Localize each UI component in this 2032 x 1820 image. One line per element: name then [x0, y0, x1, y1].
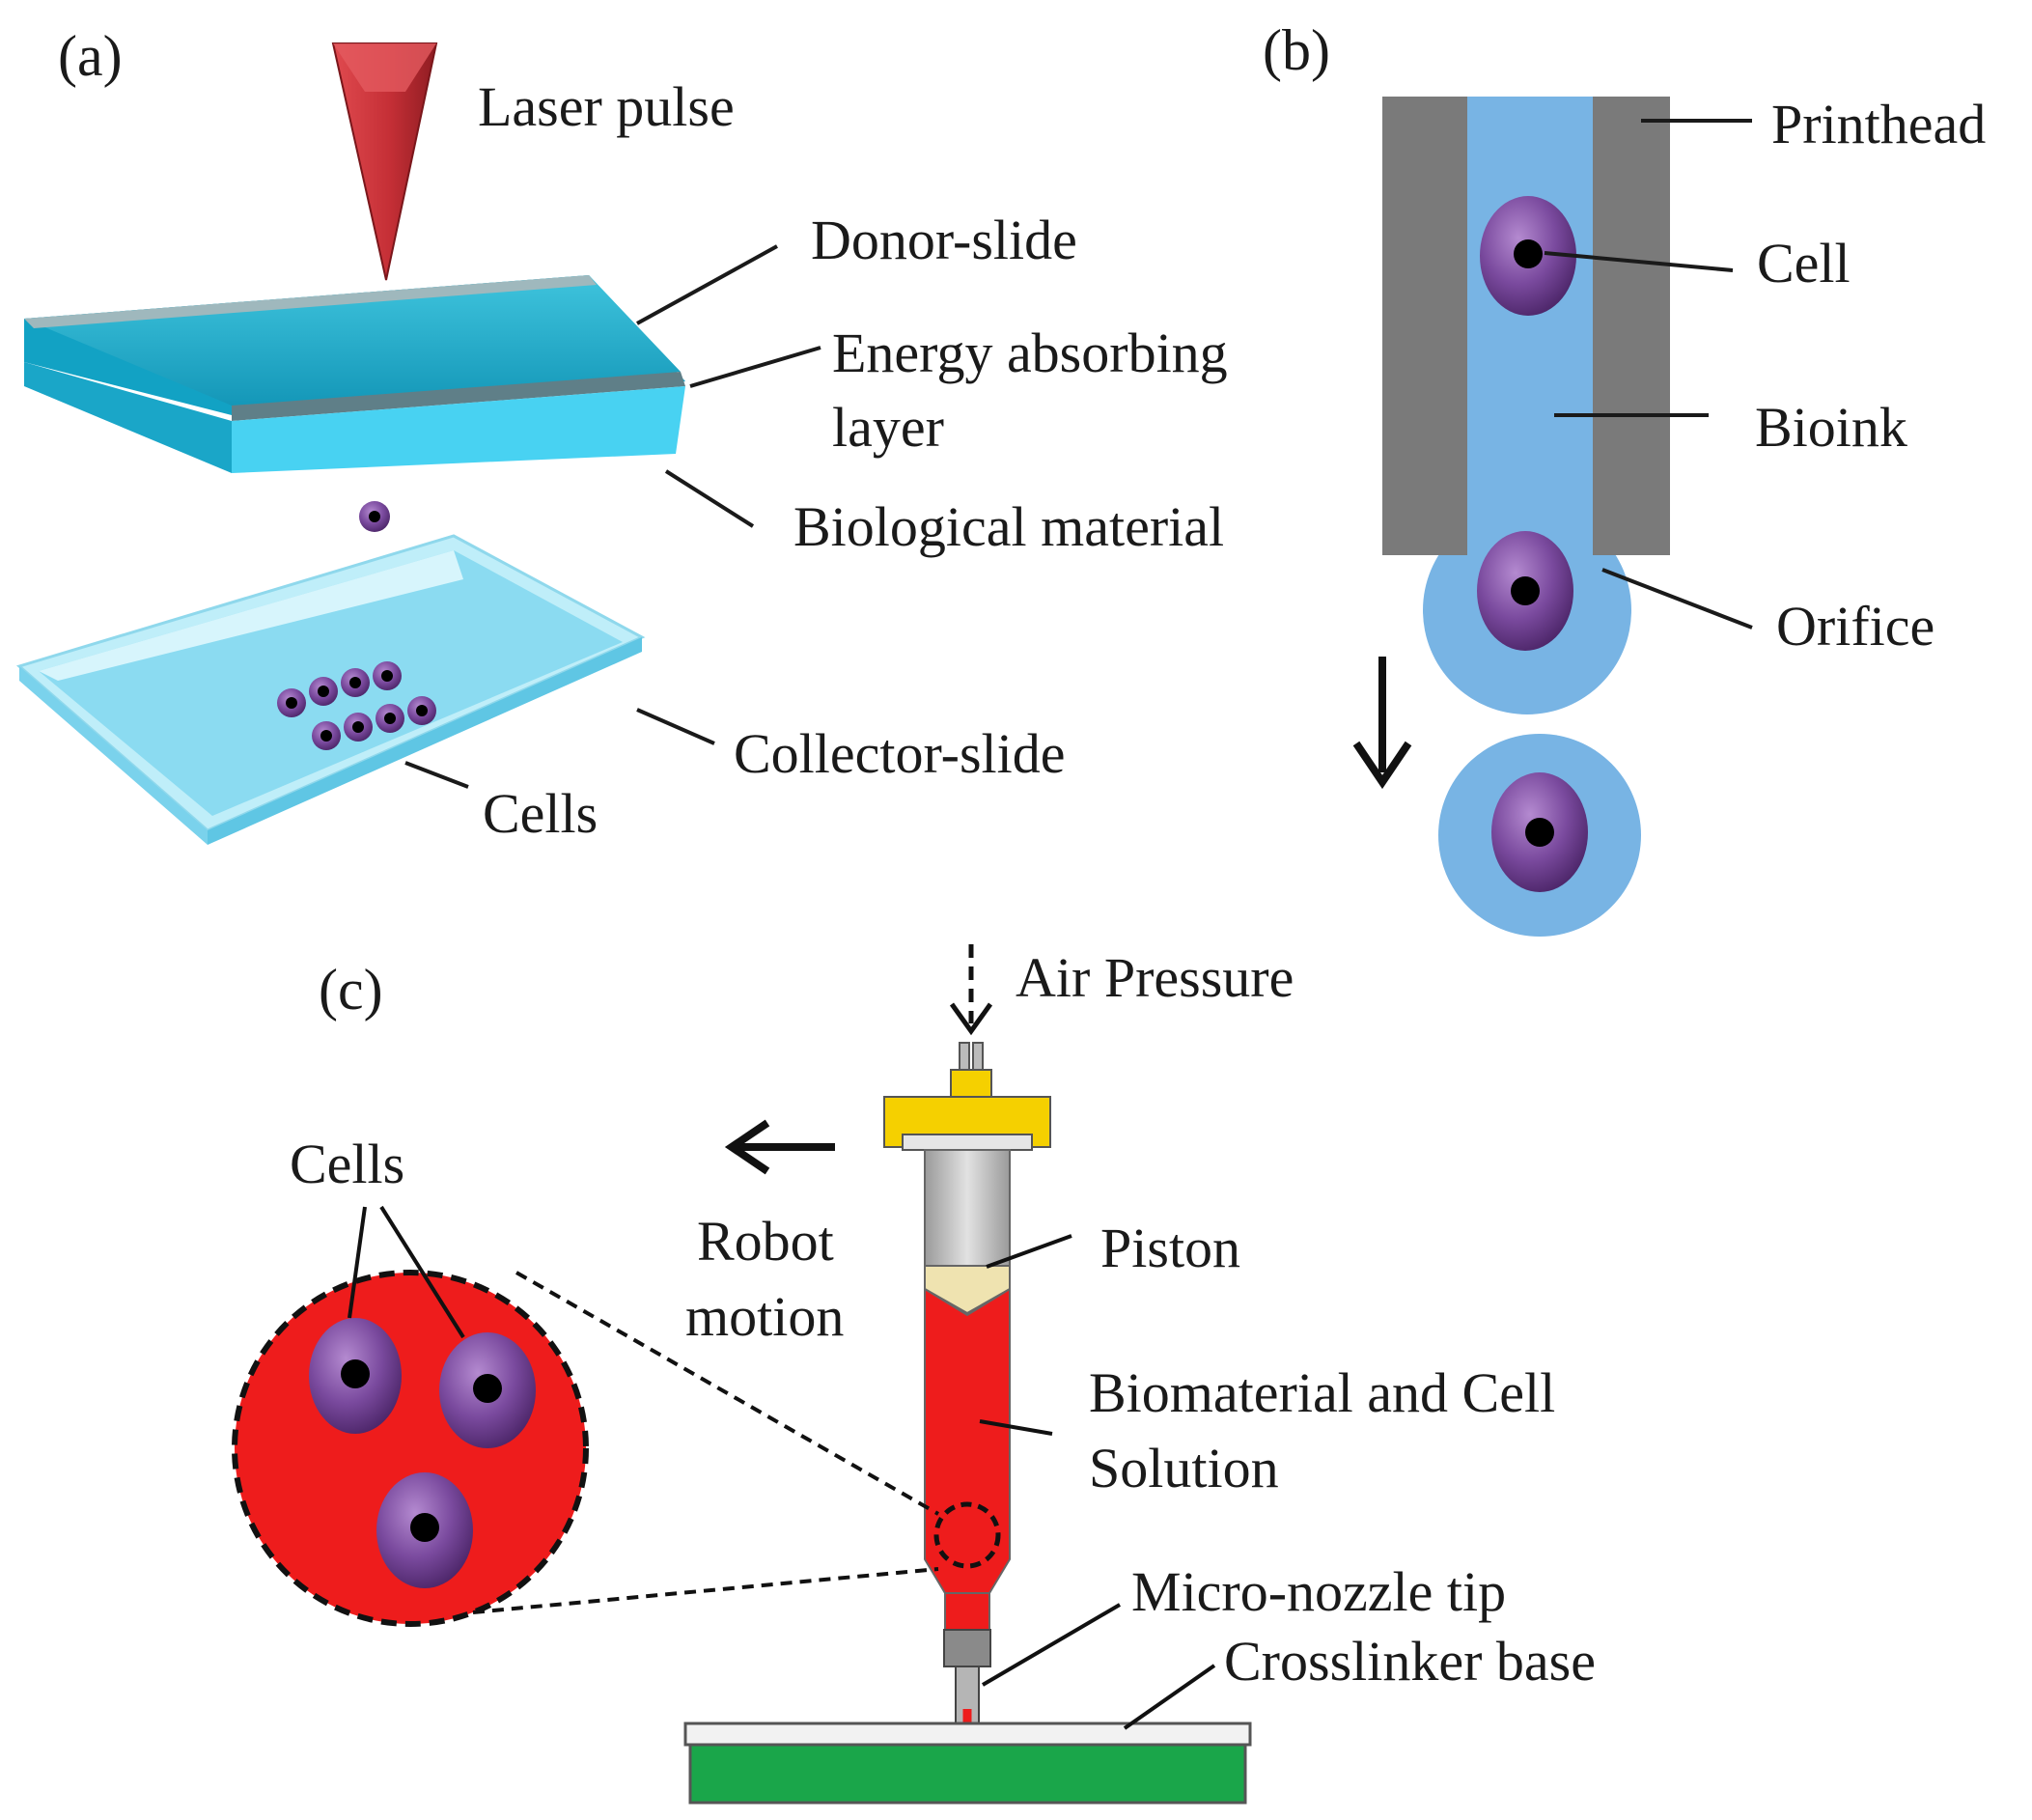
cells-c-leader-2	[379, 1205, 465, 1339]
laser-pulse-icon	[331, 42, 438, 281]
down-arrow-icon	[1352, 657, 1412, 790]
crosslinker-label: Crosslinker base	[1224, 1630, 1596, 1693]
robot-motion-label-line1: Robot	[697, 1210, 834, 1273]
printhead-left-wall	[1382, 97, 1467, 555]
syringe-barrel	[924, 1149, 1011, 1727]
cell-in-droplet-icon	[1491, 772, 1588, 892]
magnify-region	[933, 1501, 1001, 1569]
syringe-fitting	[883, 1042, 1051, 1151]
biological-material-label: Biological material	[793, 495, 1224, 558]
panel-b-tag: (b)	[1263, 18, 1330, 82]
micro-nozzle-leader	[981, 1603, 1122, 1687]
panel-b: (b) Printh	[1263, 18, 1986, 937]
solution-leader	[979, 1419, 1053, 1436]
green-stage	[688, 1743, 1247, 1805]
printhead-right-wall	[1593, 97, 1670, 555]
donor-slide-label: Donor-slide	[811, 209, 1077, 271]
air-pressure-arrow-icon	[949, 944, 993, 1036]
donor-slide-leader	[636, 244, 778, 325]
cell-label: Cell	[1757, 232, 1851, 294]
panel-a: (a) Laser pulse Donor-slide Energy absor…	[15, 24, 1228, 845]
orifice-label: Orifice	[1776, 595, 1935, 658]
cell-solution	[924, 1287, 1011, 1594]
panel-a-tag: (a)	[58, 24, 123, 88]
magnify-leader-bottom	[472, 1567, 939, 1614]
magnify-leader-top	[515, 1271, 939, 1516]
cells-a-leader	[404, 761, 469, 789]
crosslinker-base-plate	[683, 1722, 1252, 1747]
crosslinker-leader	[1123, 1664, 1216, 1730]
solution-label-line2: Solution	[1089, 1437, 1279, 1499]
orifice-leader	[1601, 568, 1753, 630]
solution-label-line1: Biomaterial and Cell	[1089, 1361, 1555, 1424]
cell-cluster	[277, 661, 436, 750]
panel-c-tag: (c)	[319, 958, 383, 1022]
energy-layer-label-line1: Energy absorbing	[832, 322, 1228, 384]
cells-c-leader-1	[348, 1206, 367, 1319]
piston-leader	[986, 1234, 1072, 1269]
robot-motion-arrow-icon	[724, 1119, 835, 1175]
air-pressure-label: Air Pressure	[1016, 946, 1294, 1009]
donor-slide	[24, 275, 685, 473]
panel-c: (c) Air Pressure	[232, 944, 1596, 1805]
magnified-view	[232, 1270, 589, 1627]
bioink-channel	[1467, 97, 1593, 555]
laser-pulse-label: Laser pulse	[478, 75, 735, 138]
energy-layer-label-line2: layer	[832, 396, 944, 459]
energy-layer-leader	[689, 346, 821, 388]
bioink-label: Bioink	[1755, 396, 1907, 459]
biological-material-leader	[664, 469, 755, 528]
micro-nozzle-label: Micro-nozzle tip	[1131, 1560, 1506, 1623]
robot-motion-label-line2: motion	[685, 1285, 844, 1348]
printhead-label: Printhead	[1771, 93, 1986, 155]
cell-at-orifice-icon	[1477, 531, 1573, 651]
cell-in-channel-icon	[1480, 196, 1576, 316]
collector-slide-label: Collector-slide	[734, 722, 1066, 785]
piston-label: Piston	[1100, 1217, 1240, 1279]
cells-c-label: Cells	[290, 1133, 404, 1195]
collector-slide-leader	[636, 708, 715, 745]
cell-leader	[1544, 251, 1734, 272]
cells-a-label: Cells	[483, 782, 598, 845]
